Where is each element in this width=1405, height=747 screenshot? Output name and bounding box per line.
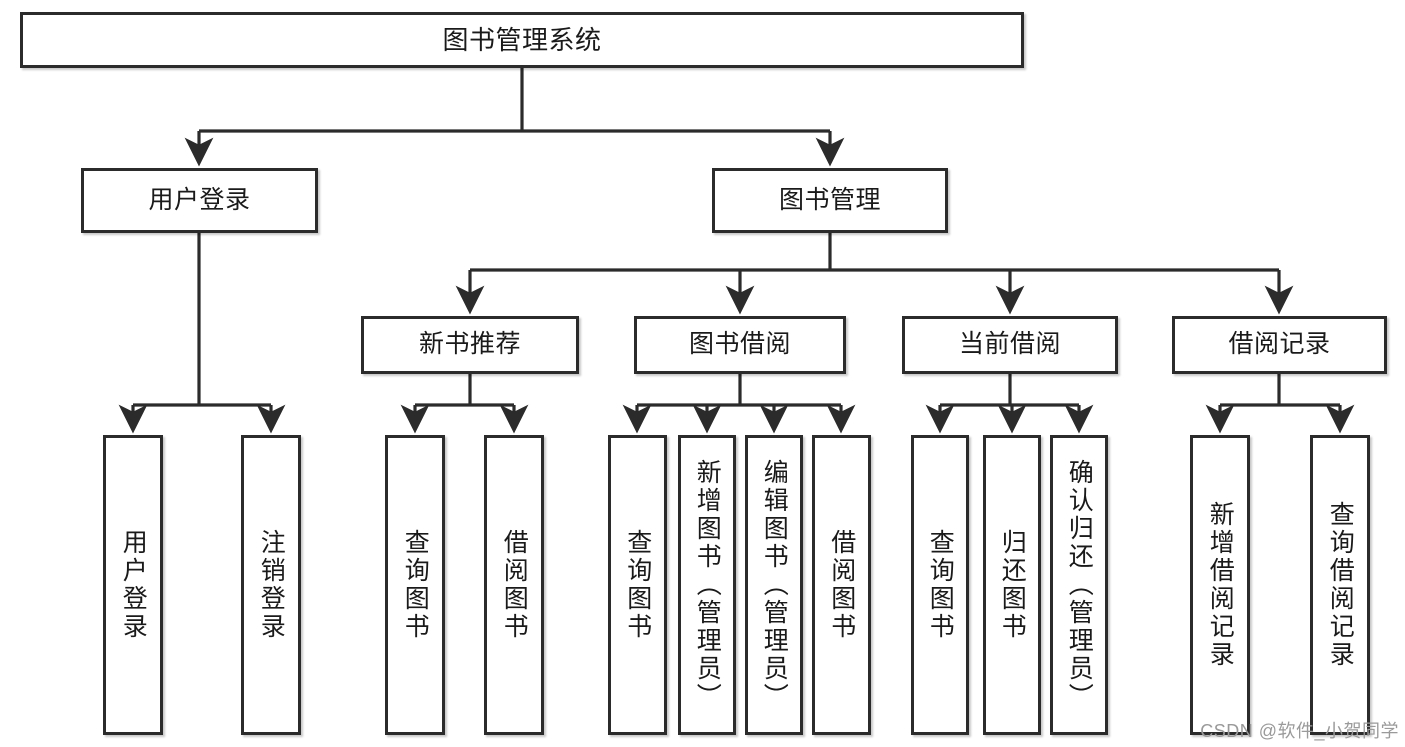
- node-current-borrow-label: 当前借阅: [958, 330, 1061, 359]
- node-leaf-add-book-label: 新增图书（管理员）: [693, 459, 722, 711]
- node-leaf-query-book-3[interactable]: 查询图书: [911, 435, 969, 735]
- node-borrow-record[interactable]: 借阅记录: [1172, 316, 1387, 374]
- node-leaf-edit-book-label: 编辑图书（管理员）: [760, 459, 789, 711]
- node-new-book-recommend[interactable]: 新书推荐: [361, 316, 579, 374]
- node-leaf-query-borrow-record[interactable]: 查询借阅记录: [1310, 435, 1370, 735]
- node-leaf-borrow-book-1-label: 借阅图书: [500, 529, 529, 641]
- node-leaf-add-borrow-record[interactable]: 新增借阅记录: [1190, 435, 1250, 735]
- node-leaf-return-book-label: 归还图书: [998, 529, 1027, 641]
- node-leaf-borrow-book-2-label: 借阅图书: [827, 529, 856, 641]
- node-leaf-user-logout[interactable]: 注销登录: [241, 435, 301, 735]
- node-leaf-user-login[interactable]: 用户登录: [103, 435, 163, 735]
- node-leaf-edit-book[interactable]: 编辑图书（管理员）: [745, 435, 803, 735]
- node-root-system-label: 图书管理系统: [442, 24, 602, 55]
- node-leaf-query-book-2-label: 查询图书: [623, 529, 652, 641]
- node-leaf-user-login-label: 用户登录: [119, 529, 148, 641]
- node-leaf-query-book-3-label: 查询图书: [926, 529, 955, 641]
- node-leaf-return-book[interactable]: 归还图书: [983, 435, 1041, 735]
- node-user-login[interactable]: 用户登录: [81, 168, 318, 233]
- node-book-manage[interactable]: 图书管理: [712, 168, 948, 233]
- node-book-manage-label: 图书管理: [778, 185, 881, 214]
- node-root-system[interactable]: 图书管理系统: [20, 12, 1024, 68]
- node-book-borrow[interactable]: 图书借阅: [634, 316, 846, 374]
- node-book-borrow-label: 图书借阅: [688, 330, 791, 359]
- node-leaf-borrow-book-2[interactable]: 借阅图书: [812, 435, 871, 735]
- node-leaf-user-logout-label: 注销登录: [257, 529, 286, 641]
- csdn-watermark: CSDN @软件_小贺同学: [1200, 721, 1399, 741]
- node-current-borrow[interactable]: 当前借阅: [902, 316, 1118, 374]
- node-leaf-query-book-1-label: 查询图书: [401, 529, 430, 641]
- node-leaf-query-book-1[interactable]: 查询图书: [385, 435, 445, 735]
- node-leaf-add-borrow-record-label: 新增借阅记录: [1206, 501, 1235, 669]
- node-leaf-confirm-return-label: 确认归还（管理员）: [1065, 459, 1094, 711]
- node-leaf-add-book[interactable]: 新增图书（管理员）: [678, 435, 736, 735]
- node-new-book-recommend-label: 新书推荐: [418, 330, 521, 359]
- node-leaf-borrow-book-1[interactable]: 借阅图书: [484, 435, 544, 735]
- node-leaf-query-borrow-record-label: 查询借阅记录: [1326, 501, 1355, 669]
- node-leaf-query-book-2[interactable]: 查询图书: [608, 435, 667, 735]
- node-leaf-confirm-return[interactable]: 确认归还（管理员）: [1050, 435, 1108, 735]
- node-borrow-record-label: 借阅记录: [1228, 330, 1331, 359]
- node-user-login-label: 用户登录: [148, 185, 251, 214]
